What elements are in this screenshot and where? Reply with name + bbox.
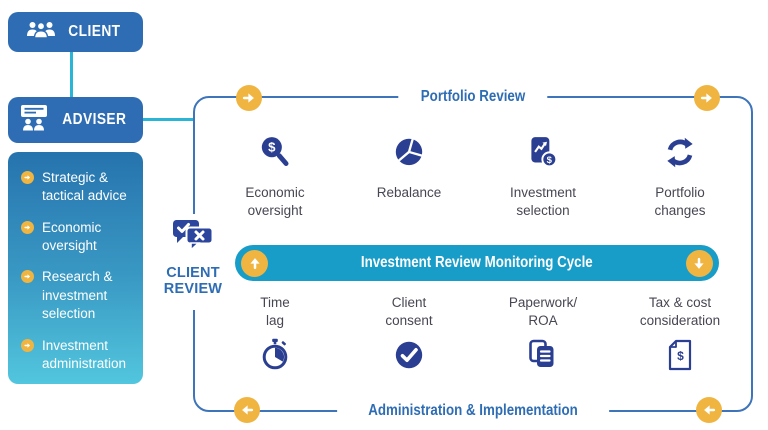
service-label: Strategic & tactical advice bbox=[42, 170, 127, 204]
adviser-box: ADVISER bbox=[8, 97, 143, 143]
arrow-right-circle-icon bbox=[21, 270, 34, 284]
arrow-right-circle-icon bbox=[694, 85, 720, 111]
step-rebalance: Rebalance bbox=[344, 134, 474, 202]
step-label: Rebalance bbox=[376, 185, 442, 200]
step-portfolio-changes: Portfolio changes bbox=[615, 134, 745, 220]
speech-bubbles-check-x-icon bbox=[169, 218, 217, 263]
list-item: Economic oversight bbox=[21, 219, 135, 256]
list-item: Investment administration bbox=[21, 337, 135, 374]
magnifier-dollar-icon: $ bbox=[256, 134, 294, 177]
service-label: Economic oversight bbox=[42, 219, 102, 254]
arrow-right-circle-icon bbox=[21, 338, 34, 352]
client-box: CLIENT bbox=[8, 12, 143, 52]
step-investment-selection: $ Investment selection bbox=[478, 134, 608, 220]
presentation-board-icon bbox=[19, 104, 49, 136]
step-economic-oversight: $ Economic oversight bbox=[210, 134, 340, 220]
administration-label: Administration & Implementation bbox=[337, 400, 609, 422]
service-label: Investment administration bbox=[42, 337, 127, 371]
pie-chart-icon bbox=[390, 134, 428, 177]
arrow-right-circle-icon bbox=[21, 220, 34, 234]
adviser-panel-connector bbox=[143, 118, 194, 121]
monitoring-cycle-banner: Investment Review Monitoring Cycle bbox=[235, 245, 719, 281]
monitoring-cycle-label: Investment Review Monitoring Cycle bbox=[361, 254, 593, 271]
client-box-label: CLIENT bbox=[68, 23, 121, 40]
step-client-consent: Client consent bbox=[344, 294, 474, 377]
receipt-dollar-icon: $ bbox=[663, 338, 697, 377]
step-label: Investment selection bbox=[509, 185, 577, 218]
list-item: Strategic & tactical advice bbox=[21, 169, 135, 206]
check-circle-icon bbox=[392, 338, 426, 377]
investment-card-icon: $ bbox=[524, 134, 562, 177]
step-label: Time lag bbox=[260, 295, 290, 328]
step-paperwork-roa: Paperwork/ ROA bbox=[478, 294, 608, 377]
arrow-left-circle-icon bbox=[696, 397, 722, 423]
arrow-right-circle-icon bbox=[21, 171, 34, 184]
client-adviser-connector bbox=[70, 52, 73, 97]
step-label: Client consent bbox=[385, 295, 433, 328]
documents-icon bbox=[526, 338, 560, 377]
svg-text:$: $ bbox=[677, 349, 684, 363]
client-review-marker: CLIENT REVIEW bbox=[155, 214, 231, 310]
portfolio-review-label: Portfolio Review bbox=[398, 86, 548, 108]
arrow-down-circle-icon bbox=[686, 249, 713, 277]
adviser-services-list: Strategic & tactical advice Economic ove… bbox=[8, 152, 143, 384]
step-time-lag: Time lag bbox=[210, 294, 340, 377]
service-label: Research & investment selection bbox=[42, 269, 113, 322]
list-item: Research & investment selection bbox=[21, 268, 135, 323]
arrow-right-circle-icon bbox=[236, 85, 262, 111]
step-label: Tax & cost consideration bbox=[639, 295, 721, 328]
people-group-icon bbox=[26, 19, 56, 45]
adviser-box-label: ADVISER bbox=[62, 111, 127, 128]
step-label: Paperwork/ ROA bbox=[508, 295, 578, 328]
stopwatch-icon bbox=[258, 338, 292, 377]
client-review-label: CLIENT REVIEW bbox=[163, 265, 223, 298]
step-label: Portfolio changes bbox=[654, 185, 706, 218]
step-tax-cost: Tax & cost consideration $ bbox=[615, 294, 745, 377]
svg-text:$: $ bbox=[268, 140, 276, 155]
arrow-left-circle-icon bbox=[234, 397, 260, 423]
arrow-up-circle-icon bbox=[241, 249, 268, 277]
step-label: Economic oversight bbox=[245, 185, 305, 218]
cycle-arrows-icon bbox=[661, 134, 699, 177]
svg-text:$: $ bbox=[547, 155, 553, 166]
review-cycle-panel: Portfolio Review $ Economic oversight bbox=[193, 85, 753, 423]
